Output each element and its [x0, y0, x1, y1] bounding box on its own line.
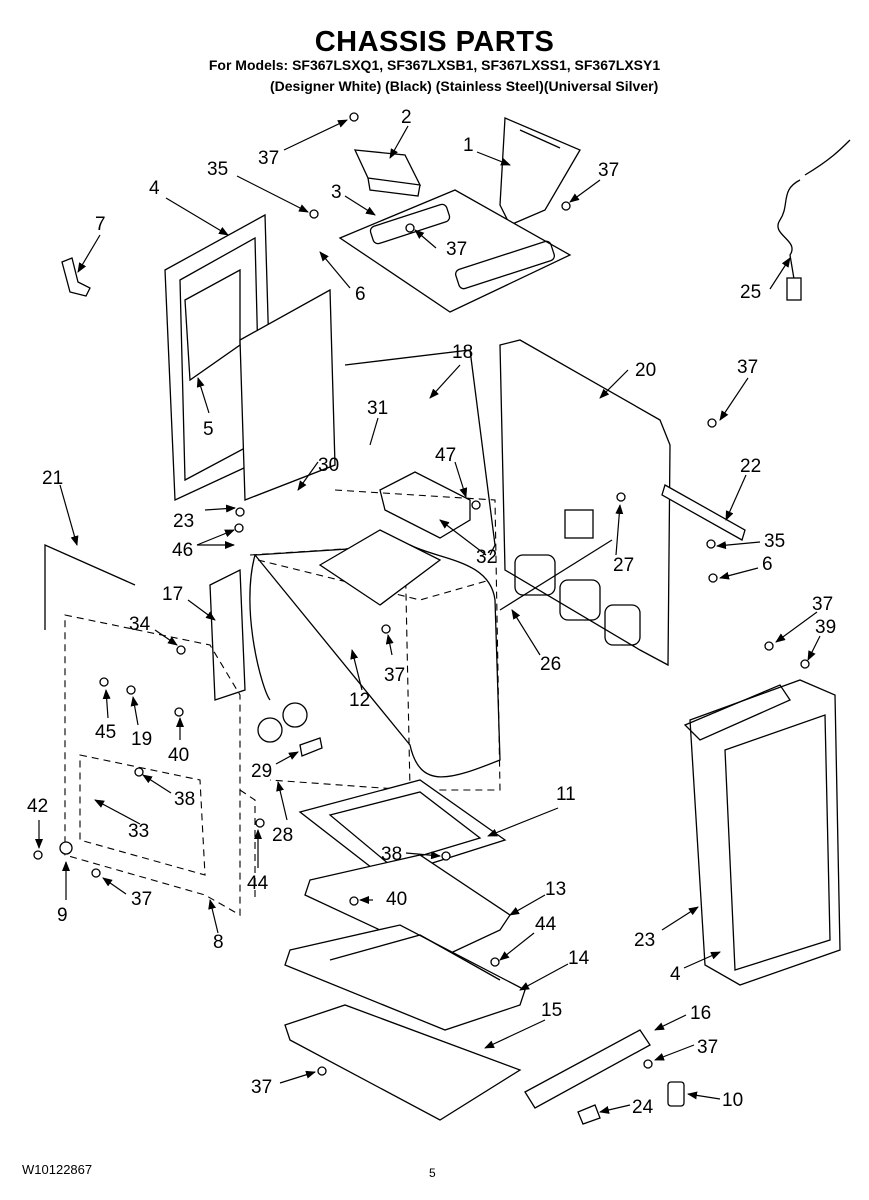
- callout-18: 18: [452, 342, 473, 363]
- callout-32: 32: [476, 547, 497, 568]
- callout-24: 24: [632, 1097, 654, 1118]
- callout-13: 13: [545, 879, 566, 900]
- callout-42: 42: [27, 796, 48, 817]
- callout-5: 5: [203, 419, 214, 440]
- callout-27: 27: [613, 555, 634, 576]
- part-4-side-panel-right: [683, 679, 841, 986]
- part-21-wire: [44, 543, 136, 630]
- callout-31: 31: [367, 398, 388, 419]
- callout-7: 7: [95, 214, 106, 235]
- callout-38: 38: [381, 844, 402, 865]
- callout-37: 37: [697, 1037, 718, 1058]
- callout-37: 37: [598, 160, 619, 181]
- callout-28: 28: [272, 825, 293, 846]
- callout-25: 25: [740, 282, 761, 303]
- part-32-burner-assembly: [379, 471, 471, 539]
- part-1-vent: [499, 117, 581, 226]
- callout-6: 6: [762, 554, 773, 575]
- part-14-drawer-body: [284, 924, 526, 1031]
- part-18-gasket: [344, 349, 496, 556]
- part-13-drawer-tray: [304, 854, 511, 959]
- callout-35: 35: [207, 159, 228, 180]
- callout-34: 34: [129, 614, 151, 635]
- callout-40: 40: [386, 889, 407, 910]
- part-17-bracket: [209, 568, 246, 701]
- part-16-rail: [524, 1029, 651, 1109]
- callout-3: 3: [331, 182, 342, 203]
- callout-47: 47: [435, 445, 456, 466]
- page-number: 5: [429, 1166, 436, 1180]
- colors-line: (Designer White) (Black) (Stainless Stee…: [270, 78, 659, 94]
- callout-44: 44: [247, 873, 269, 894]
- page-title: CHASSIS PARTS: [314, 26, 555, 58]
- callout-29: 29: [251, 761, 272, 782]
- callout-20: 20: [635, 360, 656, 381]
- part-22-rail: [661, 484, 746, 541]
- callout-4: 4: [149, 178, 160, 199]
- callout-12: 12: [349, 690, 370, 711]
- callout-22: 22: [740, 456, 761, 477]
- callout-40: 40: [168, 745, 189, 766]
- part-29-knobs: [257, 702, 323, 757]
- part-3-top-plate: [338, 189, 572, 313]
- callout-17: 17: [162, 584, 183, 605]
- callout-labels: 37 2 1 37 35 3 4 7 37 6 25 5 18 20 37 31…: [27, 107, 836, 1118]
- callout-37: 37: [258, 148, 279, 169]
- callout-30: 30: [318, 455, 339, 476]
- callout-1: 1: [463, 135, 474, 156]
- callout-26: 26: [540, 654, 561, 675]
- screws-hardware: [33, 112, 810, 1076]
- callout-10: 10: [722, 1090, 743, 1111]
- callout-23: 23: [634, 930, 655, 951]
- models-line: For Models: SF367LSXQ1, SF367LXSB1, SF36…: [208, 57, 661, 73]
- callout-16: 16: [690, 1003, 711, 1024]
- part-20-rear-panel: [499, 339, 671, 667]
- document-number: W10122867: [22, 1162, 93, 1177]
- callout-23: 23: [173, 511, 194, 532]
- leader-lines: [35, 119, 821, 1114]
- callout-4: 4: [670, 964, 681, 985]
- callout-11: 11: [556, 784, 576, 805]
- callout-19: 19: [131, 729, 152, 750]
- callout-21: 21: [42, 468, 63, 489]
- callout-39: 39: [815, 617, 836, 638]
- front-frame-outline: [64, 614, 256, 916]
- callout-37: 37: [446, 239, 467, 260]
- callout-9: 9: [57, 905, 68, 926]
- callout-37: 37: [737, 357, 758, 378]
- callout-37: 37: [812, 594, 833, 615]
- callout-37: 37: [384, 665, 405, 686]
- callout-6: 6: [355, 284, 366, 305]
- callout-46: 46: [172, 540, 193, 561]
- part-24-clip: [577, 1104, 601, 1125]
- part-5-panel: [239, 288, 336, 501]
- callout-15: 15: [541, 1000, 562, 1021]
- callout-14: 14: [568, 948, 590, 969]
- callout-44: 44: [535, 914, 557, 935]
- part-25-power-cord: [777, 139, 851, 301]
- callout-2: 2: [401, 107, 412, 128]
- part-15-bottom-panel: [284, 1004, 522, 1121]
- callout-38: 38: [174, 789, 195, 810]
- callout-37: 37: [251, 1077, 272, 1098]
- part-7-bracket: [61, 257, 91, 297]
- callout-8: 8: [213, 932, 224, 953]
- part-11-broiler-pan: [298, 779, 507, 879]
- callout-33: 33: [128, 821, 149, 842]
- part-12-oven-liner: [249, 529, 501, 778]
- part-2-bracket: [353, 149, 422, 197]
- part-10-leveling-leg: [667, 1081, 685, 1107]
- callout-35: 35: [764, 531, 785, 552]
- callout-37: 37: [131, 889, 152, 910]
- callout-45: 45: [95, 722, 116, 743]
